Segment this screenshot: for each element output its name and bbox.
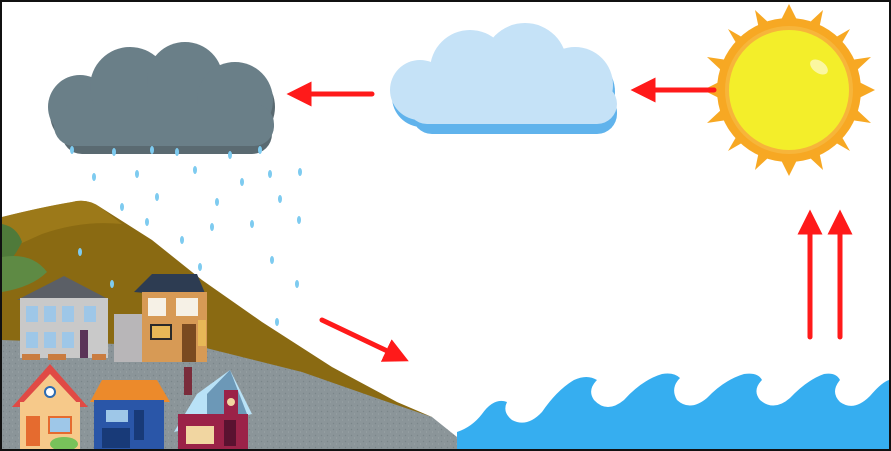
white-cloud-icon (390, 23, 617, 134)
rain-cloud-icon (48, 42, 275, 154)
sun-icon (703, 4, 875, 176)
evaporation-arrow (810, 217, 840, 337)
blue-house (90, 380, 170, 449)
runoff-arrow (322, 320, 402, 358)
ocean-waves-icon (457, 374, 889, 450)
